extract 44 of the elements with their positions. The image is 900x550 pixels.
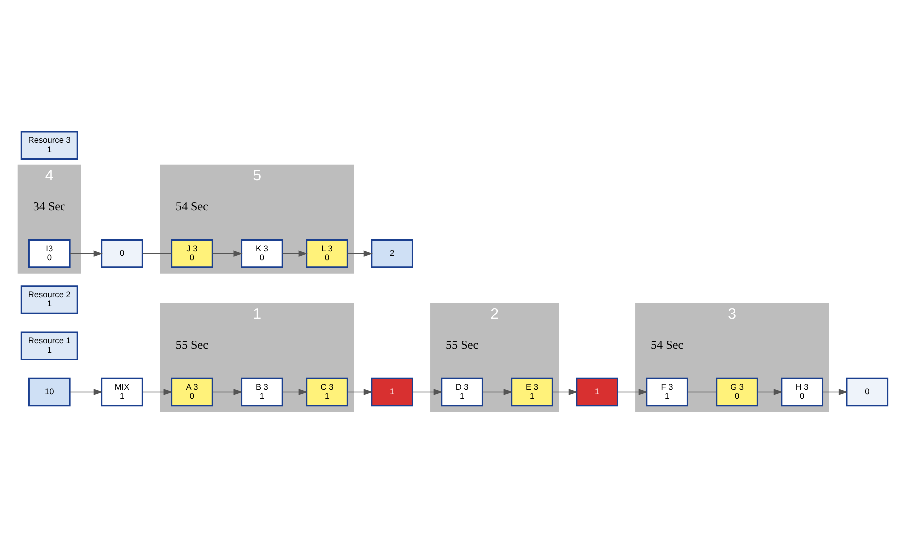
node-box: J 3 0 [171, 239, 214, 268]
node-box: G 3 0 [716, 378, 758, 407]
arrow [212, 389, 243, 396]
node-box: B 3 1 [241, 378, 284, 407]
node-box: A 3 0 [171, 378, 214, 407]
node-box: 1 [576, 378, 618, 407]
arrow [347, 250, 373, 257]
node-label: 54 Sec [651, 338, 684, 352]
node-box: F 3 1 [646, 378, 688, 407]
arrow [142, 389, 173, 396]
node-label: 55 Sec [446, 338, 479, 352]
arrow [822, 389, 848, 396]
arrow [70, 389, 103, 396]
node-box: D 3 1 [441, 378, 484, 407]
node-box: 0 [101, 239, 144, 268]
node-label: 34 Sec [33, 200, 66, 214]
arrow [552, 389, 578, 396]
node-box: 2 [371, 239, 414, 268]
connector [142, 253, 172, 254]
node-box: L 3 0 [306, 239, 348, 268]
node-box: Resource 3 1 [20, 131, 78, 160]
node-box: K 3 0 [241, 239, 284, 268]
arrow [282, 389, 308, 396]
arrow [282, 250, 308, 257]
node-box: C 3 1 [306, 378, 348, 407]
arrow [70, 250, 103, 257]
node-box: MIX 1 [101, 378, 144, 407]
node-box: 10 [28, 378, 71, 407]
node-label: 55 Sec [176, 338, 209, 352]
arrow [412, 389, 443, 396]
node-box: H 3 0 [781, 378, 824, 407]
node-box: Resource 1 1 [20, 332, 78, 360]
node-box: 1 [371, 378, 414, 407]
node-box: E 3 1 [511, 378, 554, 407]
arrow [618, 389, 648, 396]
node-label: 54 Sec [176, 200, 209, 214]
arrow [347, 389, 373, 396]
connector [687, 392, 718, 393]
arrow [757, 389, 783, 396]
arrow [482, 389, 513, 396]
node-box: I3 0 [28, 239, 71, 268]
node-box: Resource 2 1 [20, 286, 78, 314]
node-box: 0 [846, 378, 889, 407]
arrow [212, 250, 243, 257]
